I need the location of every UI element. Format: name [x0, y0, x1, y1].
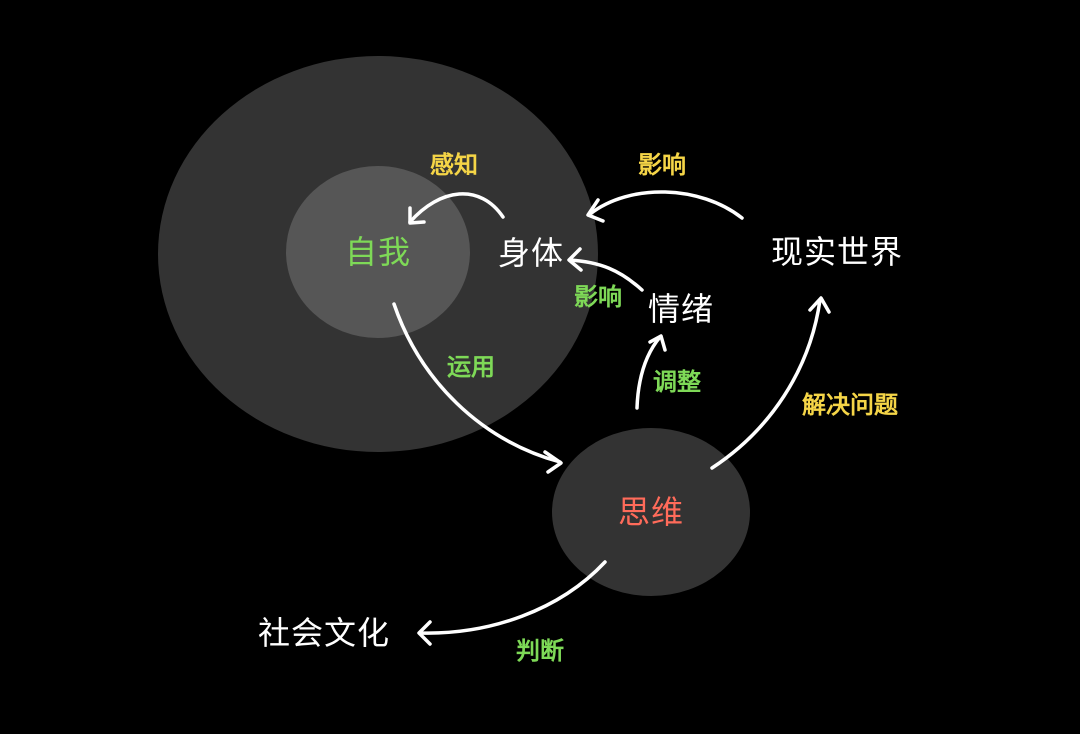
node-emotion: 情绪	[648, 290, 715, 328]
arrow-body-to-self	[408, 192, 505, 224]
node-body: 身体	[498, 234, 565, 272]
arrowhead-thinking-to-world	[808, 296, 831, 314]
arrowhead-self-to-thinking	[543, 450, 563, 474]
arrow-world-to-body	[588, 190, 744, 220]
node-social-culture: 社会文化	[258, 614, 391, 652]
arrowhead-body-to-self	[408, 206, 426, 225]
edge-label-perceive: 感知	[430, 151, 478, 179]
edge-label-world-affects-body: 影响	[638, 151, 686, 179]
arrowhead-thinking-to-emotion	[648, 334, 667, 352]
arrowhead-world-to-body	[586, 198, 605, 223]
edge-label-solve-problems: 解决问题	[802, 391, 898, 419]
edge-label-adjust: 调整	[653, 368, 701, 396]
arrowhead-emotion-to-body	[567, 247, 583, 272]
node-thinking: 思维	[618, 493, 685, 531]
edge-label-judge: 判断	[516, 637, 564, 665]
arrow-thinking-to-world	[710, 298, 822, 470]
node-self: 自我	[345, 233, 412, 271]
edge-label-emotion-affects-body: 影响	[574, 283, 622, 311]
arrow-thinking-to-emotion	[635, 335, 662, 410]
node-real-world: 现实世界	[771, 233, 904, 271]
arrow-thinking-to-culture	[418, 560, 607, 635]
thinking-circle	[552, 428, 750, 596]
edge-label-apply: 运用	[447, 353, 495, 381]
arrow-self-to-thinking	[392, 302, 562, 464]
arrowhead-thinking-to-culture	[417, 620, 432, 646]
arrow-emotion-to-body	[568, 258, 644, 292]
